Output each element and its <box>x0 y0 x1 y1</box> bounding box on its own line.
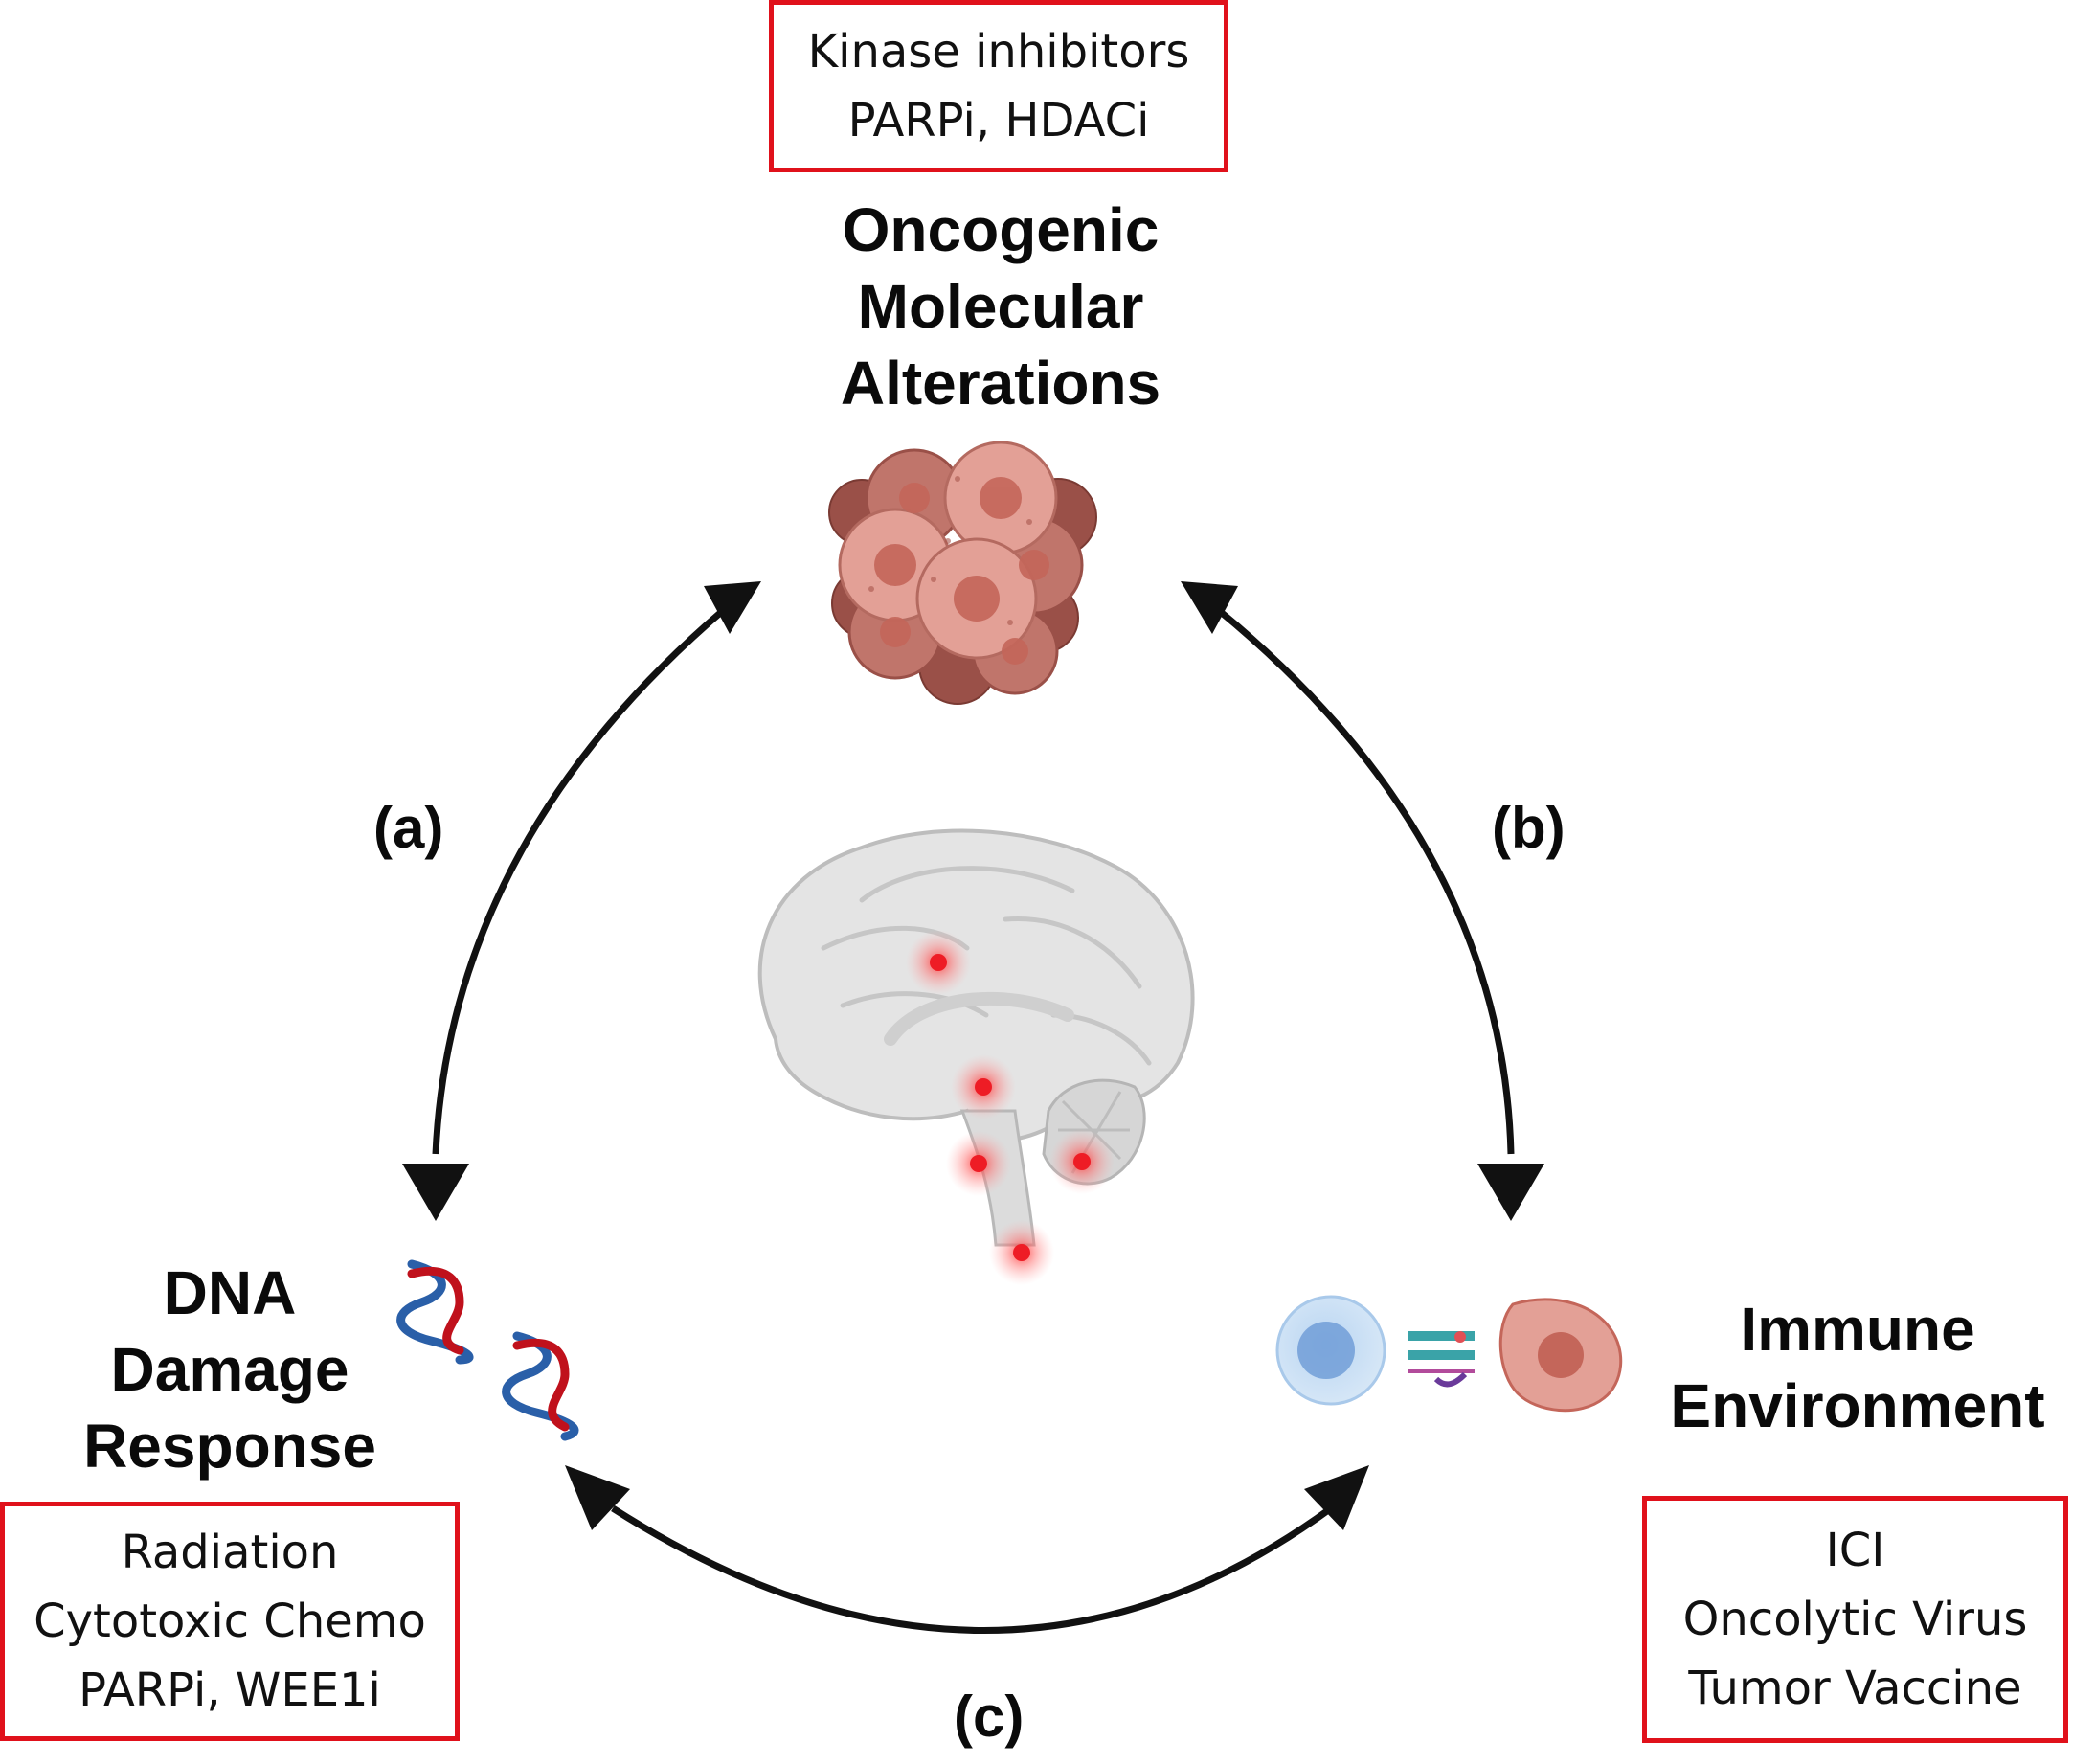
arrow-a-head-bottom <box>402 1164 469 1221</box>
arrow-b <box>1213 605 1515 1155</box>
immune-therapy-box: ICI Oncolytic Virus Tumor Vaccine <box>1642 1496 2068 1743</box>
therapy-line: Radiation <box>121 1526 339 1579</box>
immune-synapse-icon <box>1275 1295 1623 1413</box>
arrow-c <box>611 1505 1334 1634</box>
arrow-a <box>432 605 729 1155</box>
link-label-c: (c) <box>954 1685 1025 1749</box>
oncogenic-therapy-box: Kinase inhibitors PARPi, HDACi <box>769 0 1228 172</box>
tumor-cell-cluster-icon <box>828 441 1097 705</box>
arrow-a-head-top <box>704 581 761 634</box>
oncogenic-title: Oncogenic Molecular Alterations <box>840 195 1161 418</box>
therapy-line: PARPi, WEE1i <box>79 1663 381 1717</box>
therapy-line: PARPi, HDACi <box>847 94 1150 147</box>
link-label-a: (a) <box>373 796 444 860</box>
immune-title: Immune Environment <box>1670 1295 2045 1440</box>
arrow-b-head-bottom <box>1477 1164 1544 1221</box>
therapy-line: Tumor Vaccine <box>1688 1662 2022 1715</box>
brain-icon <box>757 828 1195 1285</box>
therapy-line: Cytotoxic Chemo <box>34 1594 426 1648</box>
arrow-c-head-right <box>1304 1465 1369 1530</box>
arrow-b-head-top <box>1181 581 1238 634</box>
dna-therapy-box: Radiation Cytotoxic Chemo PARPi, WEE1i <box>0 1502 460 1741</box>
dna-title: DNA Damage Response <box>83 1258 376 1481</box>
therapy-line: Kinase inhibitors <box>807 25 1190 79</box>
therapy-line: Oncolytic Virus <box>1682 1593 2028 1646</box>
therapy-line: ICI <box>1825 1524 1885 1577</box>
arrow-c-head-left <box>565 1465 630 1530</box>
link-label-b: (b) <box>1492 796 1566 860</box>
dna-helix-icon <box>396 1259 579 1441</box>
